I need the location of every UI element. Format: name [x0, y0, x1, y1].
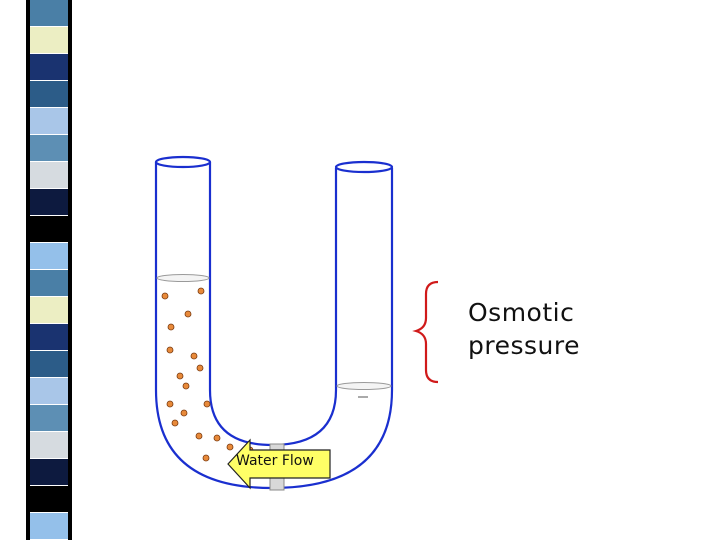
stripe-edge — [26, 162, 30, 189]
stripe-edge — [26, 432, 30, 459]
solute-particle — [196, 364, 204, 372]
stripe-block — [30, 135, 68, 161]
left-liquid-surface — [156, 274, 210, 282]
stripe-block — [30, 243, 68, 269]
stripe-edge — [68, 189, 72, 216]
solute-particle — [166, 346, 174, 354]
water-flow-label: Water Flow — [236, 453, 314, 469]
stripe-block — [30, 81, 68, 107]
stripe-edge — [26, 135, 30, 162]
stripe-edge — [26, 486, 30, 513]
stripe-edge — [68, 297, 72, 324]
stripe-edge — [26, 243, 30, 270]
stripe-edge — [68, 405, 72, 432]
stripe-edge — [26, 0, 30, 27]
solute-particle — [166, 400, 174, 408]
solute-particle — [184, 310, 192, 318]
solute-particle — [167, 323, 175, 331]
stripe-edge — [26, 351, 30, 378]
u-tube-inner-wall — [208, 162, 338, 447]
stripe-edge — [68, 378, 72, 405]
solute-particle — [213, 434, 221, 442]
solute-particle — [161, 292, 169, 300]
osmotic-pressure-brace — [412, 280, 439, 384]
stripe-edge — [26, 459, 30, 486]
stripe-block — [30, 297, 68, 323]
stripe-block — [30, 162, 68, 188]
stripe-edge — [68, 54, 72, 81]
stripe-edge — [68, 27, 72, 54]
solute-particle — [180, 409, 188, 417]
stripe-edge — [26, 54, 30, 81]
stripe-edge — [26, 297, 30, 324]
stripe-edge — [68, 324, 72, 351]
stripe-block — [30, 513, 68, 539]
solute-particle — [203, 400, 211, 408]
stripe-block — [30, 486, 68, 512]
decorative-side-stripe — [26, 0, 80, 540]
stripe-edge — [26, 405, 30, 432]
stripe-block — [30, 324, 68, 350]
osmotic-label-line1: Osmotic — [468, 298, 575, 327]
solute-particle — [197, 287, 205, 295]
stripe-edge — [68, 81, 72, 108]
stripe-edge — [26, 27, 30, 54]
stripe-edge — [26, 189, 30, 216]
stripe-block — [30, 54, 68, 80]
stripe-edge — [26, 378, 30, 405]
stripe-edge — [68, 135, 72, 162]
solute-particle — [202, 454, 210, 462]
stripe-block — [30, 378, 68, 404]
solute-particle — [182, 382, 190, 390]
left-solution — [156, 278, 260, 486]
stripe-edge — [68, 486, 72, 513]
solute-particle — [195, 432, 203, 440]
solute-particle — [226, 443, 234, 451]
water-flow-arrow — [227, 438, 331, 490]
stripe-edge — [26, 513, 30, 540]
stripe-block — [30, 459, 68, 485]
stripe-edge — [68, 108, 72, 135]
stripe-edge — [68, 432, 72, 459]
stripe-edge — [68, 162, 72, 189]
stripe-edge — [26, 324, 30, 351]
stripe-block — [30, 27, 68, 53]
stripe-edge — [68, 243, 72, 270]
solute-particle — [171, 419, 179, 427]
stripe-edge — [68, 513, 72, 540]
stripe-edge — [68, 459, 72, 486]
stripe-edge — [68, 270, 72, 297]
right-liquid-surface — [336, 382, 392, 390]
osmotic-pressure-label: Osmotic pressure — [468, 296, 580, 362]
solute-particle — [176, 372, 184, 380]
stripe-edge — [68, 216, 72, 243]
stripe-block — [30, 108, 68, 134]
stripe-block — [30, 432, 68, 458]
stripe-block — [30, 405, 68, 431]
right-tube-rim — [334, 160, 394, 174]
osmotic-label-line2: pressure — [468, 331, 580, 360]
stripe-edge — [26, 270, 30, 297]
stripe-edge — [26, 81, 30, 108]
stripe-edge — [68, 351, 72, 378]
stripe-block — [30, 189, 68, 215]
stripe-block — [30, 270, 68, 296]
left-tube-rim — [154, 155, 212, 169]
solute-particle — [190, 352, 198, 360]
stripe-block — [30, 351, 68, 377]
stripe-edge — [68, 0, 72, 27]
stripe-edge — [26, 108, 30, 135]
stripe-block — [30, 0, 68, 26]
stripe-edge — [26, 216, 30, 243]
stripe-block — [30, 216, 68, 242]
